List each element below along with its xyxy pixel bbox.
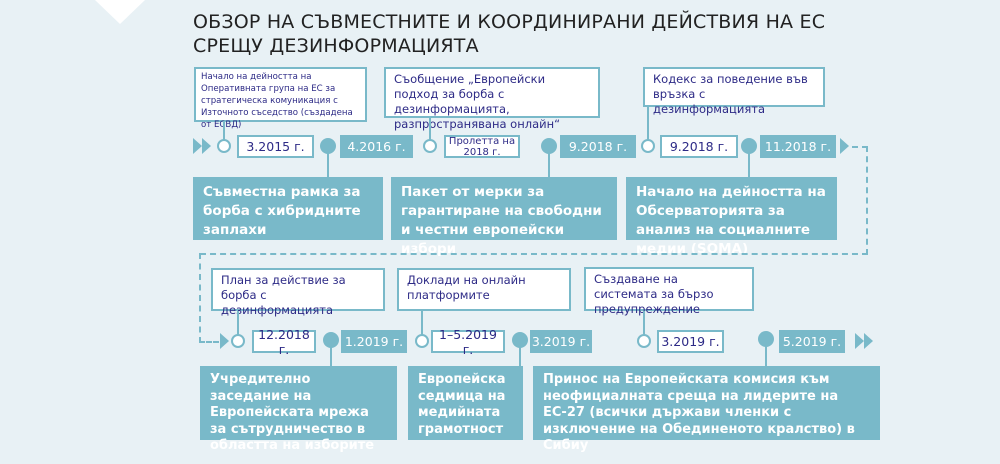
callout-code-of-practice: Кодекс за поведение във връзка с дезинфо… (643, 67, 825, 116)
dashed-connector (199, 341, 219, 343)
date-9-2018-code: 9.2018 г. (660, 135, 738, 158)
date-11-2018: 11.2018 г. (760, 135, 836, 158)
start-arrow-icon (193, 138, 202, 154)
date-3-2015: 3.2015 г. (237, 135, 314, 158)
callout-platform-reports: Доклади на онлайн платформите (397, 268, 571, 311)
arrow-icon (840, 138, 849, 154)
dashed-connector (852, 146, 868, 148)
date-12-2018: 12.2018 г. (252, 327, 316, 357)
corner-triangle (95, 0, 145, 24)
arrow-icon (220, 333, 229, 349)
open-circle-marker (217, 139, 231, 153)
page-title: ОБЗОР НА СЪВМЕСТНИТЕ И КООРДИНИРАНИ ДЕЙС… (193, 10, 825, 58)
event-box-soma: Начало на дейността на Обсерваторията за… (626, 177, 837, 257)
event-box-elections-package: Пакет от мерки за гарантиране на свободн… (391, 177, 617, 257)
event-box-sibiu: Принос на Европейската комисия към неофи… (533, 366, 880, 453)
filled-circle-marker (541, 138, 557, 154)
filled-circle-marker (320, 138, 336, 154)
dashed-connector (200, 253, 868, 255)
date-5-2019: 5.2019 г. (779, 330, 845, 353)
open-circle-marker (637, 334, 651, 348)
dashed-connector (866, 146, 868, 255)
event-box-media-literacy: Европейска седмица на медийната грамотно… (408, 366, 523, 440)
dashed-connector (199, 253, 201, 343)
filled-circle-marker (323, 332, 339, 348)
connector-line (548, 150, 550, 177)
filled-circle-marker (758, 331, 774, 347)
date-9-2018: 9.2018 г. (560, 135, 636, 158)
end-arrow-icon (864, 333, 873, 349)
title-line-1: ОБЗОР НА СЪВМЕСТНИТЕ И КООРДИНИРАНИ ДЕЙС… (193, 11, 826, 33)
callout-rapid-alert: Създаване на системата за бързо предупре… (584, 267, 754, 316)
open-circle-marker (641, 139, 655, 153)
callout-task-force: Начало на дейността на Оперативната груп… (194, 67, 367, 130)
connector-line (429, 117, 431, 140)
title-line-2: СРЕЩУ ДЕЗИНФОРМАЦИЯТА (193, 35, 479, 57)
callout-action-plan: План за действие за борба с дезинформаци… (211, 268, 385, 317)
callout-communication: Съобщение „Европейски подход за борба с … (384, 67, 600, 131)
connector-line (643, 311, 645, 335)
event-box-election-network: Учредително заседание на Европейската мр… (200, 366, 397, 453)
filled-circle-marker (741, 138, 757, 154)
open-circle-marker (415, 334, 429, 348)
date-1-2019: 1.2019 г. (341, 330, 407, 353)
open-circle-marker (423, 139, 437, 153)
end-arrow-icon (855, 333, 864, 349)
connector-line (765, 344, 767, 366)
connector-line (421, 311, 423, 335)
open-circle-marker (231, 334, 245, 348)
date-3-2019: 3.2019 г. (530, 330, 592, 353)
connector-line (237, 311, 239, 335)
filled-circle-marker (512, 332, 528, 348)
connector-line (647, 106, 649, 140)
event-box-hybrid-threats: Съвместна рамка за борба с хибридните за… (193, 177, 383, 240)
date-4-2016: 4.2016 г. (340, 135, 413, 158)
date-1-5-2019: 1–5.2019 г. (431, 327, 505, 357)
connector-line (223, 121, 225, 140)
date-spring-2018: Пролетта на 2018 г. (444, 135, 520, 158)
connector-line (327, 150, 329, 177)
date-3-2019-rapid-alert: 3.2019 г. (657, 330, 724, 353)
start-arrow-icon (202, 138, 211, 154)
connector-line (330, 344, 332, 366)
connector-line (519, 344, 521, 366)
connector-line (748, 150, 750, 177)
